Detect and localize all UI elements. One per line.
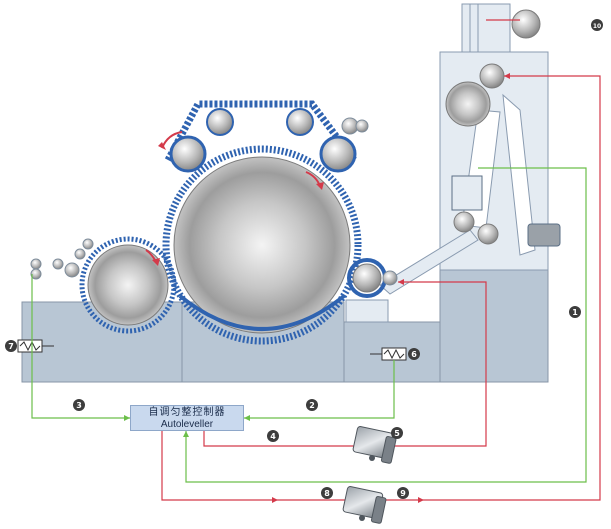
signal-line-8 [161,75,601,501]
coiler-channel [502,93,536,256]
flats-roller-top-right [286,108,314,136]
flats-roller-left [169,135,207,173]
marker-10: 10 [591,19,603,31]
cylinder-undercasing [178,294,346,331]
feed-roller-small-b [82,238,94,250]
numbered-markers: 1 2 3 4 5 6 7 8 9 10 [5,19,603,499]
marker-1: 1 [569,306,581,318]
main-cylinder [173,156,351,334]
marker-2: 2 [306,399,318,411]
svg-text:2: 2 [309,401,315,410]
coiler-drive-motor [342,486,387,524]
stripper-roller [382,270,398,286]
marker-7: 7 [5,340,17,352]
flats-chain [164,100,357,163]
lickerin-clothing [79,236,177,334]
svg-text:1: 1 [572,308,578,317]
doffer-sensor [370,347,407,361]
svg-text:4: 4 [270,432,276,441]
calender-roller-top [479,63,505,89]
signal-line-2 [244,360,395,419]
coiler-gear-box [451,175,483,211]
flats-roller-right [319,135,357,173]
svg-text:6: 6 [411,350,417,359]
marker-8: 8 [321,487,333,499]
flats-roller-top-left [206,108,234,136]
signal-lines [31,19,601,503]
marker-4: 4 [267,430,279,442]
controller-label-cn: 自调匀整控制器 [148,407,226,418]
rotation-arrowhead-flats [158,142,166,150]
signal-line-3 [31,274,130,419]
doffer-bracket [345,299,389,323]
svg-text:7: 7 [8,342,14,351]
coiler-top [461,3,511,53]
licker-in-roller [87,244,169,326]
feed-sensor [17,339,54,353]
flats-cleaner-roller-b [355,119,369,133]
controller-label-en: Autoleveller [160,419,214,430]
coiler-head-roller [511,9,541,39]
rotation-arrowhead-cylinder [316,182,324,190]
marker-6: 6 [408,348,420,360]
svg-text:9: 9 [400,489,406,498]
feed-roller-small-c [52,258,64,270]
feed-roller-small-d [30,258,42,270]
doffer-motor [352,426,397,464]
svg-text:8: 8 [324,489,330,498]
coiler-roller-b [477,223,499,245]
signal-line-1 [185,167,587,483]
feed-roller-small-e [30,268,42,280]
doffer-roller [352,263,382,293]
marker-9: 9 [397,487,409,499]
svg-text:5: 5 [394,429,400,438]
signal-line-4 [203,281,487,447]
calender-roller-large [445,81,491,127]
cylinder-clothing [162,145,362,345]
marker-3: 3 [73,399,85,411]
coiler-roller-a [453,211,475,233]
marker-5: 5 [391,427,403,439]
feed-roller-small-a [74,248,86,260]
rotation-arrowhead-lickerin [152,258,160,266]
base-right-tall [439,269,549,383]
svg-text:10: 10 [593,23,601,30]
svg-text:3: 3 [76,401,82,410]
autoleveller-controller: 自调匀整控制器 Autoleveller [130,405,244,431]
coiler-motor [527,223,561,247]
feed-roller [64,262,80,278]
web-channel [379,229,479,295]
